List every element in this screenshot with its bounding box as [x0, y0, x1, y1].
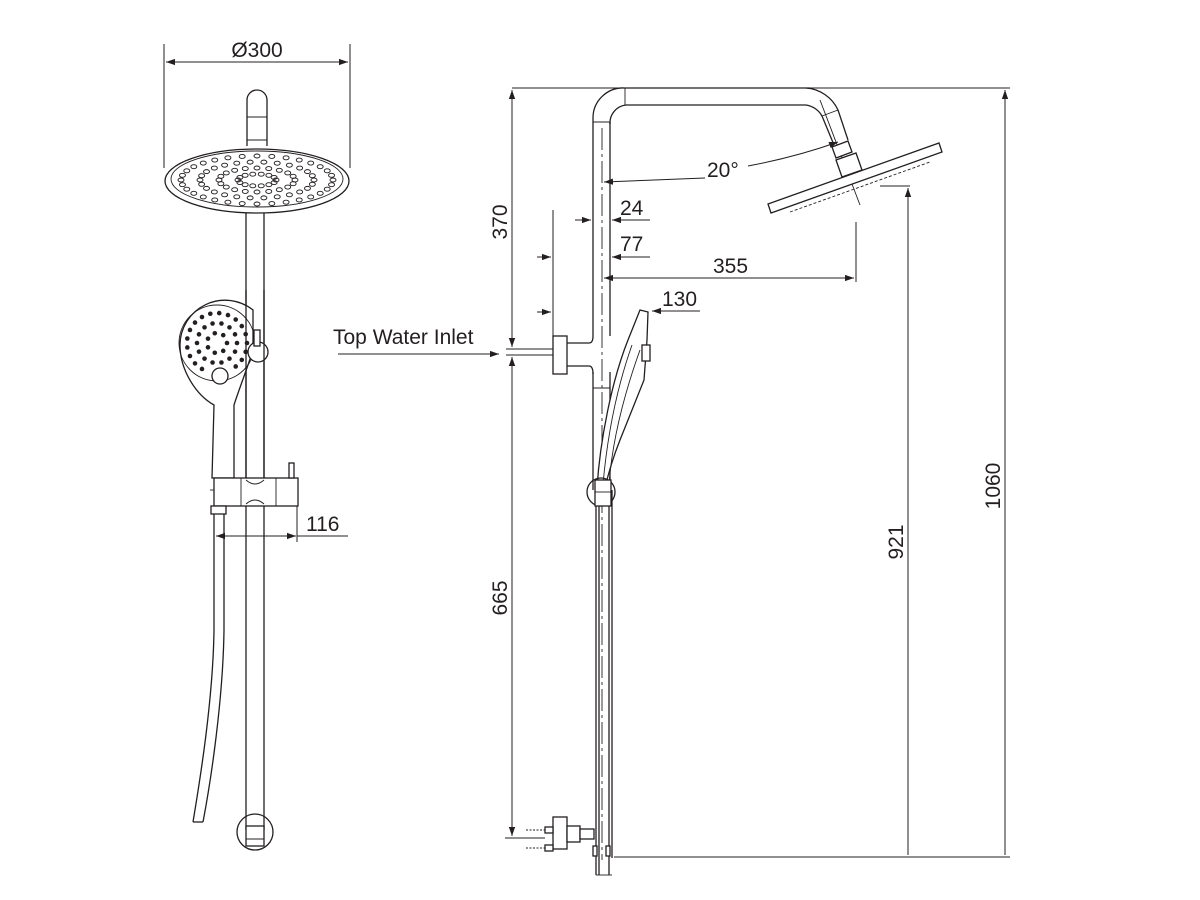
- bottom-wall-bracket-icon: [236, 813, 274, 851]
- head-height-dimension: 921: [880, 185, 912, 855]
- head-diameter-dimension: Ø300: [163, 39, 351, 168]
- lower-height-label: 665: [489, 580, 512, 615]
- front-view: Ø300: [163, 39, 351, 851]
- inlet-offset-dimension: 77: [537, 210, 650, 340]
- head-angle-label: 20°: [707, 159, 739, 182]
- head-reach-dimension: 355: [604, 222, 857, 282]
- wall-plug-icon: [526, 829, 545, 849]
- upper-height-label: 370: [489, 204, 512, 239]
- rail-diameter-dimension: 24: [575, 197, 650, 224]
- overhead-shower-head-icon: [164, 148, 350, 214]
- inlet-offset-label: 77: [620, 233, 643, 256]
- hand-shower-side-icon: [596, 309, 651, 489]
- top-water-inlet-label: Top Water Inlet: [333, 326, 474, 349]
- overall-height-dimension: 1060: [982, 90, 1009, 855]
- head-angle-callout: 20°: [603, 141, 839, 185]
- bracket-projection-dimension: 116: [216, 506, 348, 542]
- lower-height-dimension: 665: [489, 357, 545, 839]
- hand-shower-front-icon: [178, 299, 256, 479]
- side-view: 370 665 Top Water Inlet: [333, 87, 1010, 876]
- rail-diameter-label: 24: [620, 197, 644, 220]
- bottom-bracket-side-icon: [526, 816, 611, 857]
- hand-shower-depth-label: 130: [662, 288, 697, 311]
- head-reach-label: 355: [713, 255, 748, 278]
- head-diameter-label: Ø300: [231, 39, 282, 62]
- upper-height-dimension: 370: [489, 90, 516, 347]
- slider-clamp-icon: [210, 462, 299, 515]
- hand-shower-depth-dimension: 130: [652, 288, 700, 315]
- bracket-projection-label: 116: [306, 513, 339, 536]
- top-water-inlet-callout: Top Water Inlet: [333, 326, 499, 358]
- head-height-label: 921: [885, 524, 908, 559]
- hose-icon: [192, 514, 215, 823]
- hand-shower-holder-icon: [586, 477, 616, 507]
- front-arm-icon: [246, 89, 268, 146]
- top-inlet-elbow-icon: [552, 335, 610, 389]
- overhead-shower-head-side-icon: [767, 142, 943, 214]
- overall-height-label: 1060: [982, 463, 1005, 510]
